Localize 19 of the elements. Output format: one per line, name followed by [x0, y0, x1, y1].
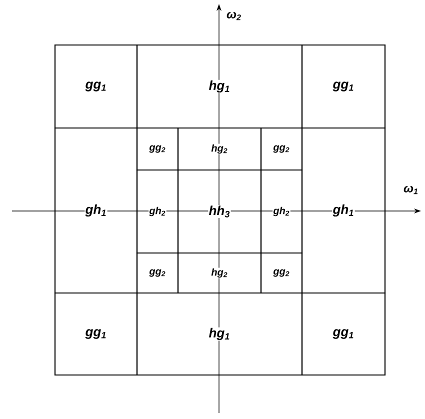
grid-cell: gh$_{2}$	[260, 169, 303, 254]
grid-cell: gg$_{2}$	[260, 127, 303, 171]
grid-cell: gg$_{1}$	[54, 292, 138, 376]
grid-cell: hg$_{1}$	[136, 44, 303, 129]
axis-label: ω$_{2}$	[226, 12, 241, 20]
grid-cell: hg$_{2}$	[177, 252, 262, 294]
axis-label: ω$_{1}$	[404, 186, 418, 194]
grid-cell: gg$_{2}$	[260, 252, 303, 294]
grid-cell: gg$_{1}$	[301, 292, 386, 376]
grid-cell: gh$_{2}$	[136, 169, 179, 254]
grid-cell: hg$_{1}$	[136, 292, 303, 376]
grid-cell: gh$_{1}$	[54, 127, 138, 294]
grid-cell: gg$_{2}$	[136, 127, 179, 171]
grid-cell: gg$_{1}$	[54, 44, 138, 129]
grid-cell: gg$_{1}$	[301, 44, 386, 129]
grid-cell: gh$_{1}$	[301, 127, 386, 294]
grid-cell: gg$_{2}$	[136, 252, 179, 294]
grid-cell: hh$_{3}$	[177, 169, 262, 254]
grid-cell: hg$_{2}$	[177, 127, 262, 171]
